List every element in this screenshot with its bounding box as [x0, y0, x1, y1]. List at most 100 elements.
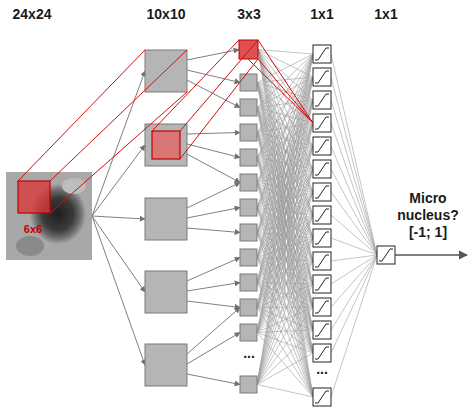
sigmoid-symbol	[315, 232, 329, 244]
connection-line	[331, 255, 377, 307]
neuron-unit	[313, 45, 331, 63]
connection-line	[331, 146, 377, 255]
output-label: Micro nucleus? [-1; 1]	[393, 190, 463, 241]
feature-map-3	[240, 124, 257, 141]
connection-line	[257, 330, 313, 333]
receptive-field-square	[18, 181, 50, 213]
connection-line	[257, 146, 313, 333]
sigmoid-symbol	[315, 163, 329, 175]
arrow-lines	[92, 50, 467, 385]
sigmoid-symbol	[315, 324, 329, 336]
connection-line	[258, 50, 313, 398]
connection-line	[257, 261, 313, 333]
sigmoid-symbol	[315, 71, 329, 83]
layer-size: 10x10	[147, 6, 186, 23]
layer-units	[145, 40, 395, 406]
sigmoid-symbol	[315, 186, 329, 198]
mesh-lines	[257, 50, 377, 398]
feature-map-10	[145, 344, 187, 386]
connection-line	[257, 215, 313, 385]
neuron-unit	[313, 206, 331, 224]
sigmoid-symbol	[315, 347, 329, 359]
feature-map-10	[145, 271, 187, 313]
feature-map-3	[240, 199, 257, 216]
connection-line	[257, 284, 313, 333]
arrow-line	[187, 183, 240, 209]
arrow-line	[187, 308, 240, 355]
connection-line	[257, 100, 313, 385]
arrow-line	[187, 50, 239, 61]
ellipsis: ...	[316, 361, 328, 378]
feature-map-3	[240, 99, 257, 116]
arrow-line	[187, 258, 240, 282]
neuron-unit	[313, 252, 331, 270]
feature-map-3	[240, 376, 257, 393]
connection-line	[331, 255, 377, 261]
sigmoid-symbol	[315, 209, 329, 221]
arrow-line	[92, 216, 145, 292]
connection-line	[257, 146, 313, 385]
arrow-line	[187, 333, 240, 365]
feature-map-3	[240, 74, 257, 91]
connection-line	[257, 353, 313, 385]
connection-line	[257, 133, 313, 398]
arrow-line	[187, 80, 240, 108]
connection-line	[257, 208, 313, 398]
sigmoid-symbol	[315, 255, 329, 267]
neuron-unit	[313, 298, 331, 316]
receptive-field-line	[152, 40, 239, 131]
feature-map-3	[240, 249, 257, 266]
connection-line	[257, 284, 313, 385]
sigmoid-symbol	[315, 48, 329, 60]
sigmoid-symbol	[315, 94, 329, 106]
connection-line	[331, 169, 377, 255]
neuron-unit	[313, 137, 331, 155]
connection-line	[257, 330, 313, 385]
feature-map-3	[240, 324, 257, 341]
connection-line	[331, 77, 377, 255]
arrow-line	[187, 228, 240, 233]
connection-line	[331, 215, 377, 255]
layer-size: 24x24	[13, 6, 52, 23]
neuron-unit	[313, 229, 331, 247]
feature-map-3	[240, 174, 257, 191]
arrow-line	[92, 216, 145, 365]
sigmoid-symbol	[315, 278, 329, 290]
feature-map-3	[240, 299, 257, 316]
arrow-line	[187, 374, 240, 385]
receptive-field-square	[152, 131, 180, 159]
sigmoid-symbol	[315, 301, 329, 313]
receptive-field-line	[180, 40, 258, 131]
arrow-line	[187, 70, 240, 83]
sigmoid-symbol	[315, 391, 329, 403]
connection-line	[257, 123, 313, 333]
arrow-line	[187, 208, 240, 219]
arrow-line	[92, 71, 145, 216]
cell-shade	[16, 236, 44, 256]
neuron-unit	[313, 114, 331, 132]
ellipsis: ...	[243, 345, 255, 362]
connection-line	[257, 258, 313, 398]
feature-map-3	[240, 224, 257, 241]
arrow-line	[187, 154, 240, 183]
connection-line	[331, 192, 377, 255]
neuron-unit	[313, 344, 331, 362]
layer-size: 3x3	[237, 6, 260, 23]
connection-line	[331, 123, 377, 255]
layer-size: 1x1	[374, 6, 397, 23]
neuron-unit	[313, 160, 331, 178]
neuron-unit	[313, 91, 331, 109]
connection-line	[257, 100, 313, 333]
feature-map-10	[145, 198, 187, 240]
connection-line	[257, 54, 313, 385]
receptive-field-line	[258, 59, 313, 123]
receptive-field-line	[18, 50, 145, 181]
arrow-line	[187, 144, 240, 158]
feature-map-3	[240, 274, 257, 291]
connection-line	[257, 169, 313, 385]
input-image	[6, 172, 92, 260]
neuron-unit	[313, 68, 331, 86]
kernel-size: 6x6	[24, 223, 42, 236]
